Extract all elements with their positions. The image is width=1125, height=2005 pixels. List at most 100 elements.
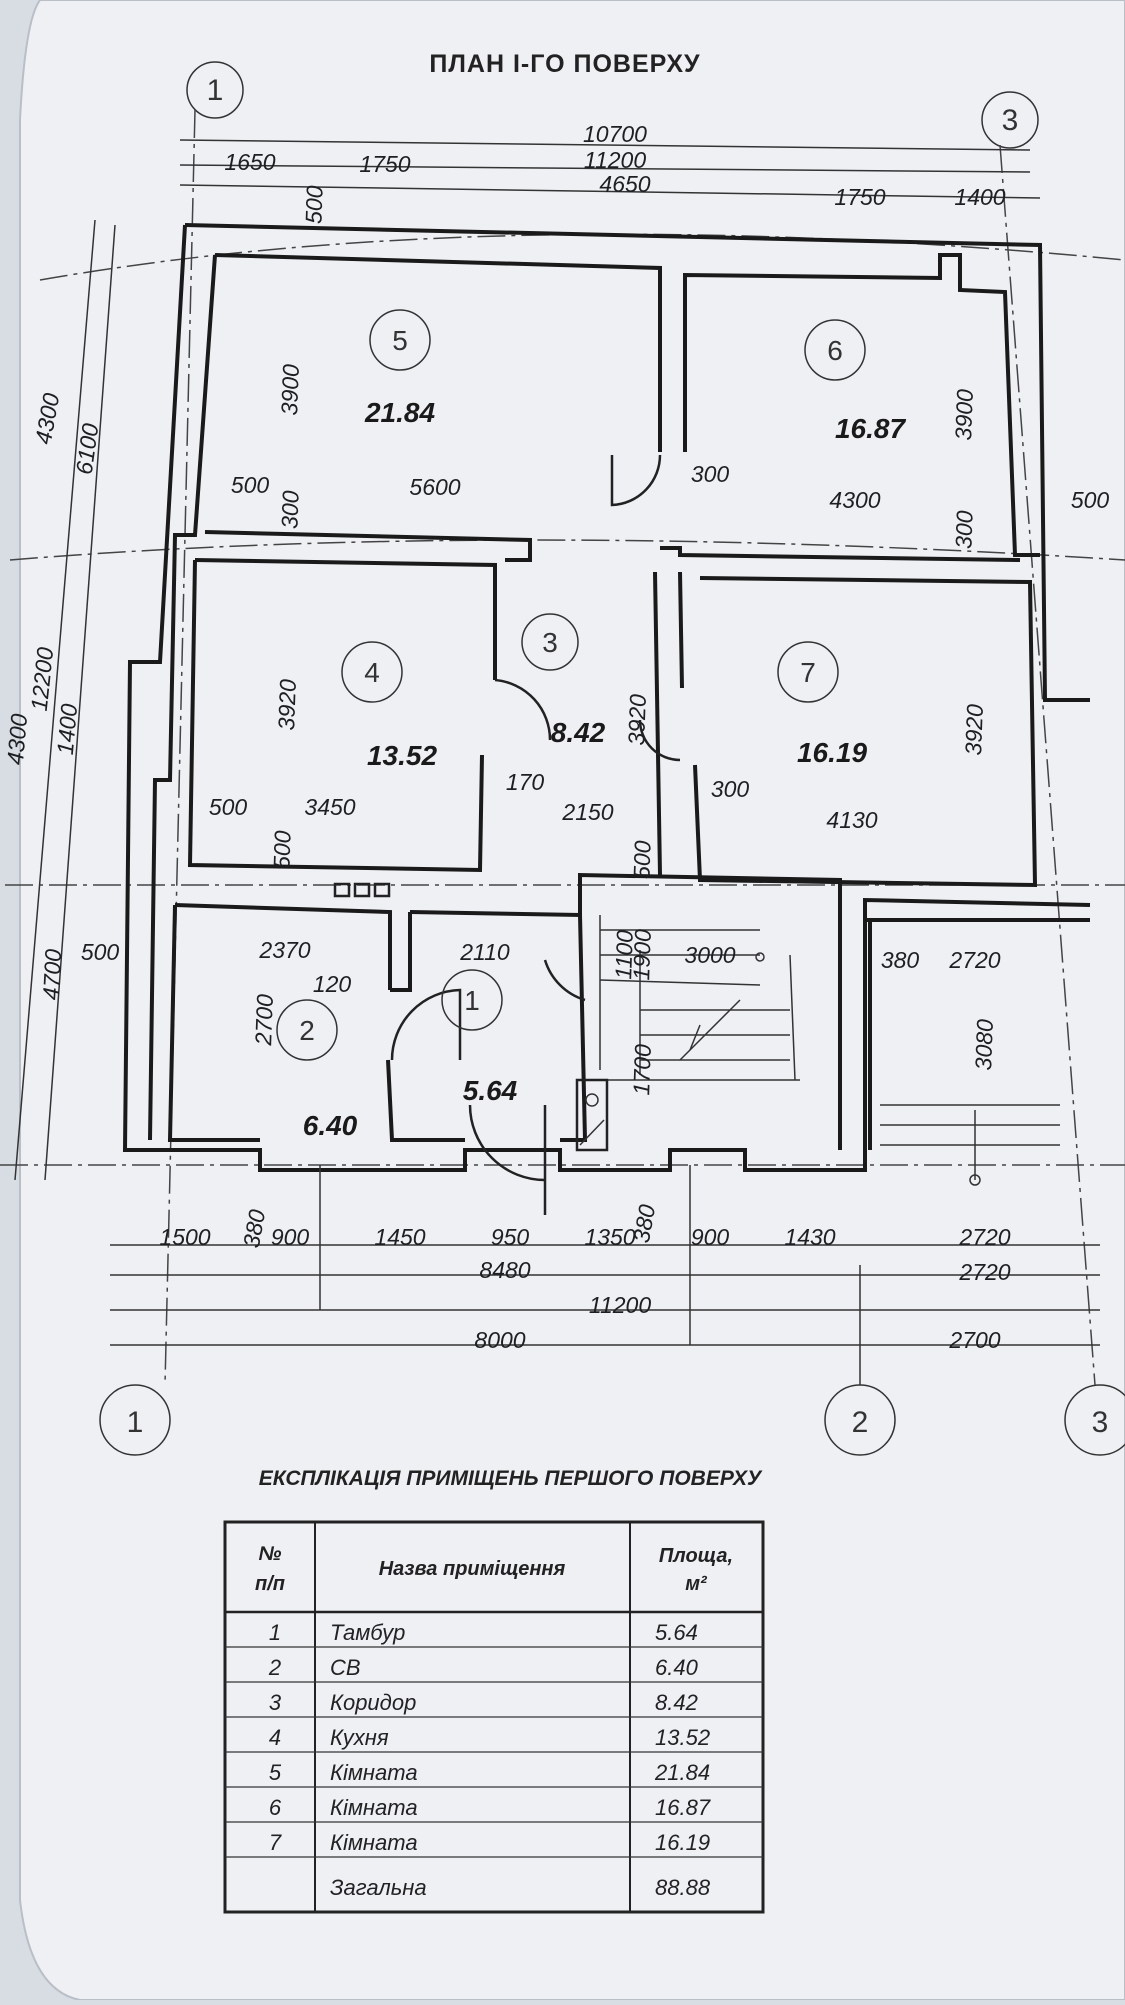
room-area: 21.84: [364, 397, 435, 428]
cell-number: 1: [269, 1620, 281, 1645]
dim-inner: 300: [691, 461, 730, 487]
dim-top-overall: 10700: [583, 121, 647, 147]
dim-inner: 4130: [826, 807, 877, 833]
room-1: 1 5.64: [441, 969, 518, 1106]
table-row: 5 Кімната 21.84: [269, 1760, 710, 1785]
left-dimension-lines: [14, 219, 116, 1181]
room-area: 16.19: [797, 737, 867, 768]
dim-top-segment: 1750: [359, 151, 410, 177]
table-row: 7 Кімната 16.19: [269, 1830, 710, 1855]
axis-marker-bottom-1: 1: [99, 1384, 171, 1456]
room-number: 5: [392, 325, 408, 356]
cell-number: 4: [269, 1725, 281, 1750]
top-dimension-lines: [179, 139, 1041, 199]
cell-name: Кімната: [330, 1830, 418, 1855]
cell-total-area: 88.88: [655, 1875, 711, 1900]
table-row: 2 СВ 6.40: [268, 1655, 699, 1680]
dim-top-segment: 1650: [224, 149, 275, 175]
table-row: 6 Кімната 16.87: [269, 1795, 711, 1820]
dim-inner: 1700: [628, 1043, 656, 1095]
cell-number: 5: [269, 1760, 282, 1785]
dim-left: 1400: [52, 702, 82, 755]
dim-bottom: 1430: [784, 1224, 835, 1250]
dim-bottom: 900: [691, 1224, 730, 1250]
dim-bottom: 2720: [958, 1224, 1010, 1250]
dim-inner: 3900: [950, 388, 978, 440]
table-header-number-sub: п/п: [255, 1573, 285, 1595]
room-number: 2: [299, 1015, 315, 1046]
ventilation-ducts: [333, 882, 391, 898]
dim-left: 4300: [2, 712, 32, 765]
cell-number: 2: [268, 1655, 281, 1680]
cell-area: 5.64: [655, 1620, 698, 1645]
interior-dimensions: 500 3900 500 5600 300 300 3900 4300 500 …: [209, 185, 1110, 1096]
dim-inner: 3000: [684, 942, 735, 968]
room-number: 3: [542, 627, 558, 658]
cell-number: 7: [269, 1830, 282, 1855]
dim-inner: 120: [313, 971, 352, 997]
cell-name: Кімната: [330, 1760, 418, 1785]
room-7: 7 16.19: [777, 641, 867, 768]
dim-inner: 2720: [948, 947, 1000, 973]
dim-inner: 2700: [250, 993, 278, 1046]
dim-left: 500: [81, 939, 120, 965]
dim-inner: 2110: [459, 939, 510, 965]
axis-label: 2: [852, 1406, 869, 1439]
room-number: 4: [364, 657, 380, 688]
cell-name: Тамбур: [330, 1620, 405, 1645]
dim-left: 4700: [38, 948, 67, 1001]
room-4: 4 13.52: [341, 641, 437, 771]
table-row: 1 Тамбур 5.64: [269, 1620, 698, 1645]
dim-bottom: 2720: [958, 1259, 1010, 1285]
room-5: 5 21.84: [364, 309, 435, 428]
dim-inner: 500: [231, 472, 270, 498]
dim-inner: 4300: [829, 487, 880, 513]
cell-area: 6.40: [655, 1655, 699, 1680]
dim-inner: 5600: [409, 474, 460, 500]
dim-top-overall-2: 11200: [584, 147, 646, 173]
dim-bottom: 11200: [589, 1292, 651, 1318]
table-header-area-unit: м²: [685, 1573, 708, 1595]
door-swings: [390, 454, 681, 1215]
cell-area: 8.42: [655, 1690, 698, 1715]
dim-inner: 300: [711, 776, 750, 802]
cell-number: 6: [269, 1795, 282, 1820]
dim-inner: 500: [268, 830, 295, 869]
dim-inner: 1900: [628, 928, 656, 980]
dim-inner: 500: [300, 185, 327, 224]
dim-inner: 3920: [623, 693, 651, 745]
room-2: 2 6.40: [276, 999, 358, 1141]
dim-bottom: 950: [491, 1224, 530, 1250]
dim-top-segment: 4650: [599, 171, 650, 197]
room-area: 16.87: [835, 413, 906, 444]
room-area: 5.64: [463, 1075, 518, 1106]
explication-title: ЕКСПЛІКАЦІЯ ПРИМІЩЕНЬ ПЕРШОГО ПОВЕРХУ: [259, 1467, 763, 1490]
boiler-unit: [575, 1078, 609, 1152]
table-total-row: Загальна 88.88: [330, 1875, 711, 1900]
room-number: 1: [464, 985, 480, 1016]
cell-total-name: Загальна: [330, 1875, 427, 1900]
table-header-number: №: [259, 1543, 282, 1565]
dim-inner: 2150: [561, 799, 613, 825]
room-area: 8.42: [551, 717, 606, 748]
cell-name: Кухня: [330, 1725, 389, 1750]
dim-inner: 3900: [276, 363, 304, 415]
dim-inner: 3920: [960, 703, 988, 755]
dim-top-segment: 1750: [834, 184, 885, 210]
axis-marker-top-3: 3: [981, 91, 1039, 149]
dim-bottom: 1350: [584, 1224, 635, 1250]
axis-label: 3: [1002, 104, 1019, 137]
dim-inner: 380: [881, 947, 920, 973]
staircase: [599, 915, 1060, 1186]
table-row: 4 Кухня 13.52: [269, 1725, 710, 1750]
axis-marker-bottom-3: 3: [1064, 1384, 1125, 1456]
room-6: 6 16.87: [804, 319, 906, 444]
dim-inner: 1100: [610, 929, 638, 980]
dim-inner: 500: [628, 840, 655, 879]
axis-label: 1: [207, 74, 224, 107]
paper-sheet: [19, 0, 1125, 2001]
table-row: 3 Коридор 8.42: [269, 1690, 698, 1715]
room-area: 6.40: [303, 1110, 358, 1141]
